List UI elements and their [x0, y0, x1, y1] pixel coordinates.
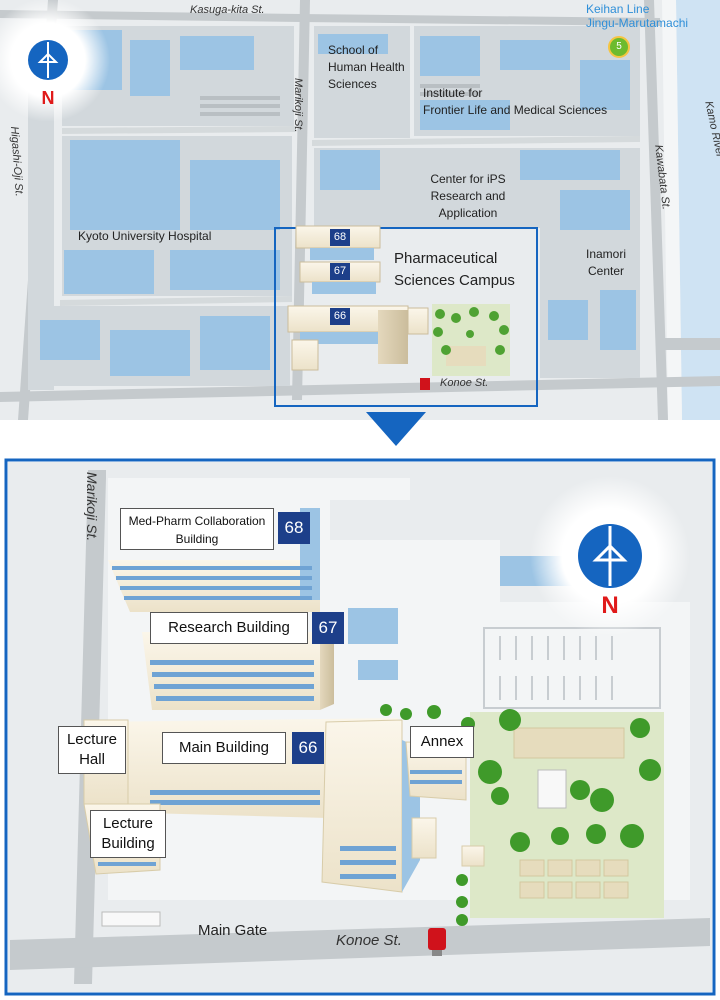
detail-tag-68: 68 — [278, 512, 310, 544]
overview-tag-67: 67 — [330, 263, 350, 280]
overview-tag-66: 66 — [330, 308, 350, 325]
street-konoe-overview: Konoe St. — [440, 377, 489, 389]
label-annex: Annex — [410, 726, 474, 758]
kamo-river-water — [676, 0, 720, 420]
overview-map — [0, 0, 720, 420]
street-kasuga-kita: Kasuga-kita St. — [190, 4, 265, 16]
station-label: Keihan Line Jingu-Marutamachi — [586, 2, 689, 30]
parking-lot — [483, 627, 661, 709]
label-hospital: Kyoto University Hospital — [78, 229, 212, 243]
label-pharma-campus: Pharmaceutical Sciences Campus — [394, 250, 515, 289]
main-gate-label: Main Gate — [198, 922, 268, 939]
detail-trees — [380, 704, 661, 926]
label-ips-center: Center for iPS Research and Application — [430, 172, 506, 220]
konoe-road-detail — [10, 918, 710, 970]
small-white-building — [537, 769, 567, 809]
overview-north-label: N — [41, 88, 55, 108]
detail-north-label: N — [601, 592, 619, 619]
label-lecture-building: Lecture Building — [90, 810, 166, 858]
label-research-building: Research Building — [150, 612, 308, 644]
detail-post-icon — [428, 928, 446, 956]
detail-tag-67: 67 — [312, 612, 344, 644]
label-school-health: School of Human Health Sciences — [328, 43, 405, 91]
kawabata-road — [644, 0, 668, 420]
overview-post-icon — [420, 378, 430, 390]
label-inamori: Inamori Center — [585, 247, 626, 278]
label-frontier-institute: Institute for Frontier Life and Medical … — [423, 86, 608, 117]
detail-street-marikoji: Marikoji St. — [84, 472, 100, 542]
campus-highlight-frame — [274, 227, 538, 407]
label-main-building: Main Building — [162, 732, 286, 764]
detail-street-konoe: Konoe St. — [336, 932, 402, 949]
label-lecture-hall: Lecture Hall — [58, 726, 126, 774]
konoe-road — [0, 376, 720, 402]
marikoji-road — [292, 0, 310, 400]
overview-trees — [433, 307, 509, 355]
label-med-pharm-building: Med-Pharm Collaboration Building — [120, 508, 274, 550]
overview-campus-buildings — [287, 225, 510, 376]
station-number-badge: 5 — [608, 36, 630, 58]
zoom-arrow-icon — [366, 412, 426, 446]
overview-tag-68: 68 — [330, 229, 350, 246]
kasuga-kita-road — [0, 10, 660, 26]
street-marikoji: Marikoji St. — [292, 78, 304, 133]
detail-tag-66: 66 — [292, 732, 324, 764]
